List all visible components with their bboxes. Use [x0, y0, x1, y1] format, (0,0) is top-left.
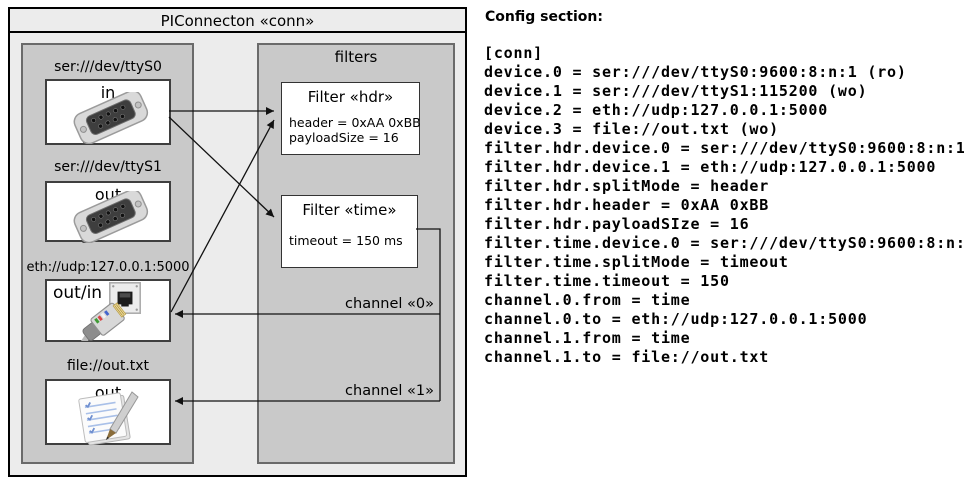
device-label-eth: eth://udp:127.0.0.1:5000 — [26, 260, 190, 275]
device-box-ttys1: out — [45, 181, 171, 243]
filters-panel-title: filters — [334, 48, 378, 66]
filter-hdr-box: Filter «hdr» header = 0xAA 0xBB payloadS… — [281, 82, 421, 155]
pen-icon — [106, 391, 139, 440]
device-box-eth: out/in — [45, 279, 171, 342]
device-label-ttys0: ser:///dev/ttyS0 — [54, 59, 162, 75]
filter-time-box: Filter «time» timeout = 150 ms — [281, 195, 418, 268]
device-direction: in — [100, 83, 116, 102]
device-label-file: file://out.txt — [66, 358, 150, 374]
serial-connector-icon — [73, 92, 149, 144]
device-label-ttys1: ser:///dev/ttyS1 — [54, 159, 162, 175]
device-box-ttys0: in — [45, 79, 171, 145]
text-file-icon — [78, 391, 139, 446]
diagram-title: PIConnecton «conn» — [10, 9, 465, 33]
config-section-title: Config section: — [485, 9, 603, 25]
filter-hdr-title: Filter «hdr» — [307, 88, 394, 106]
filter-time-title: Filter «time» — [302, 201, 397, 219]
config-section-lines: [conn] device.0 = ser:///dev/ttyS0:9600:… — [484, 44, 964, 366]
channel-1-label: channel «1» — [345, 383, 434, 399]
channel-0-label: channel «0» — [345, 296, 434, 312]
device-direction: out/in — [53, 283, 103, 303]
filter-hdr-properties: header = 0xAA 0xBB payloadSize = 16 — [289, 115, 421, 145]
filter-time-properties: timeout = 150 ms — [289, 233, 403, 248]
device-box-file: out — [45, 379, 171, 446]
serial-connector-icon — [73, 191, 149, 243]
piconnector-diagram: PIConnecton «conn» filters ser:///dev/tt… — [8, 7, 467, 477]
ethernet-connector-icon — [74, 302, 127, 341]
